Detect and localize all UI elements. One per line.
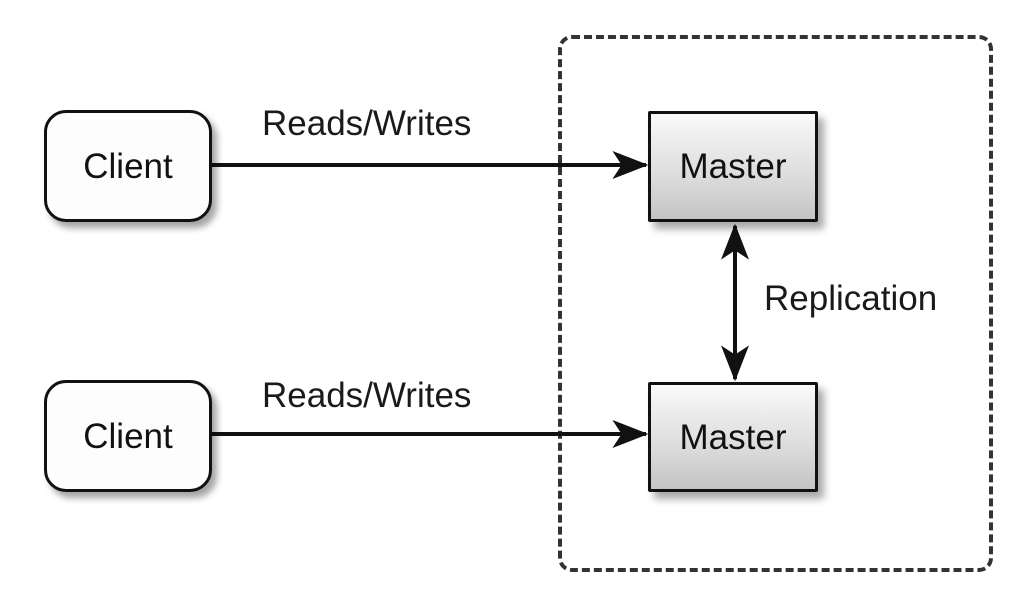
node-label: Client	[83, 146, 173, 186]
node-label: Client	[83, 416, 173, 456]
node-master-top[interactable]: Master	[648, 111, 818, 222]
replication-cluster-boundary	[558, 35, 993, 572]
edge-label-replication: Replication	[764, 279, 938, 318]
node-client-bottom[interactable]: Client	[44, 380, 212, 492]
node-client-top[interactable]: Client	[44, 110, 212, 222]
node-label: Master	[679, 417, 787, 457]
node-label: Master	[679, 147, 787, 186]
edge-label-reads-writes-bottom: Reads/Writes	[262, 376, 472, 415]
node-master-bottom[interactable]: Master	[648, 382, 818, 492]
edge-label-reads-writes-top: Reads/Writes	[262, 104, 472, 143]
